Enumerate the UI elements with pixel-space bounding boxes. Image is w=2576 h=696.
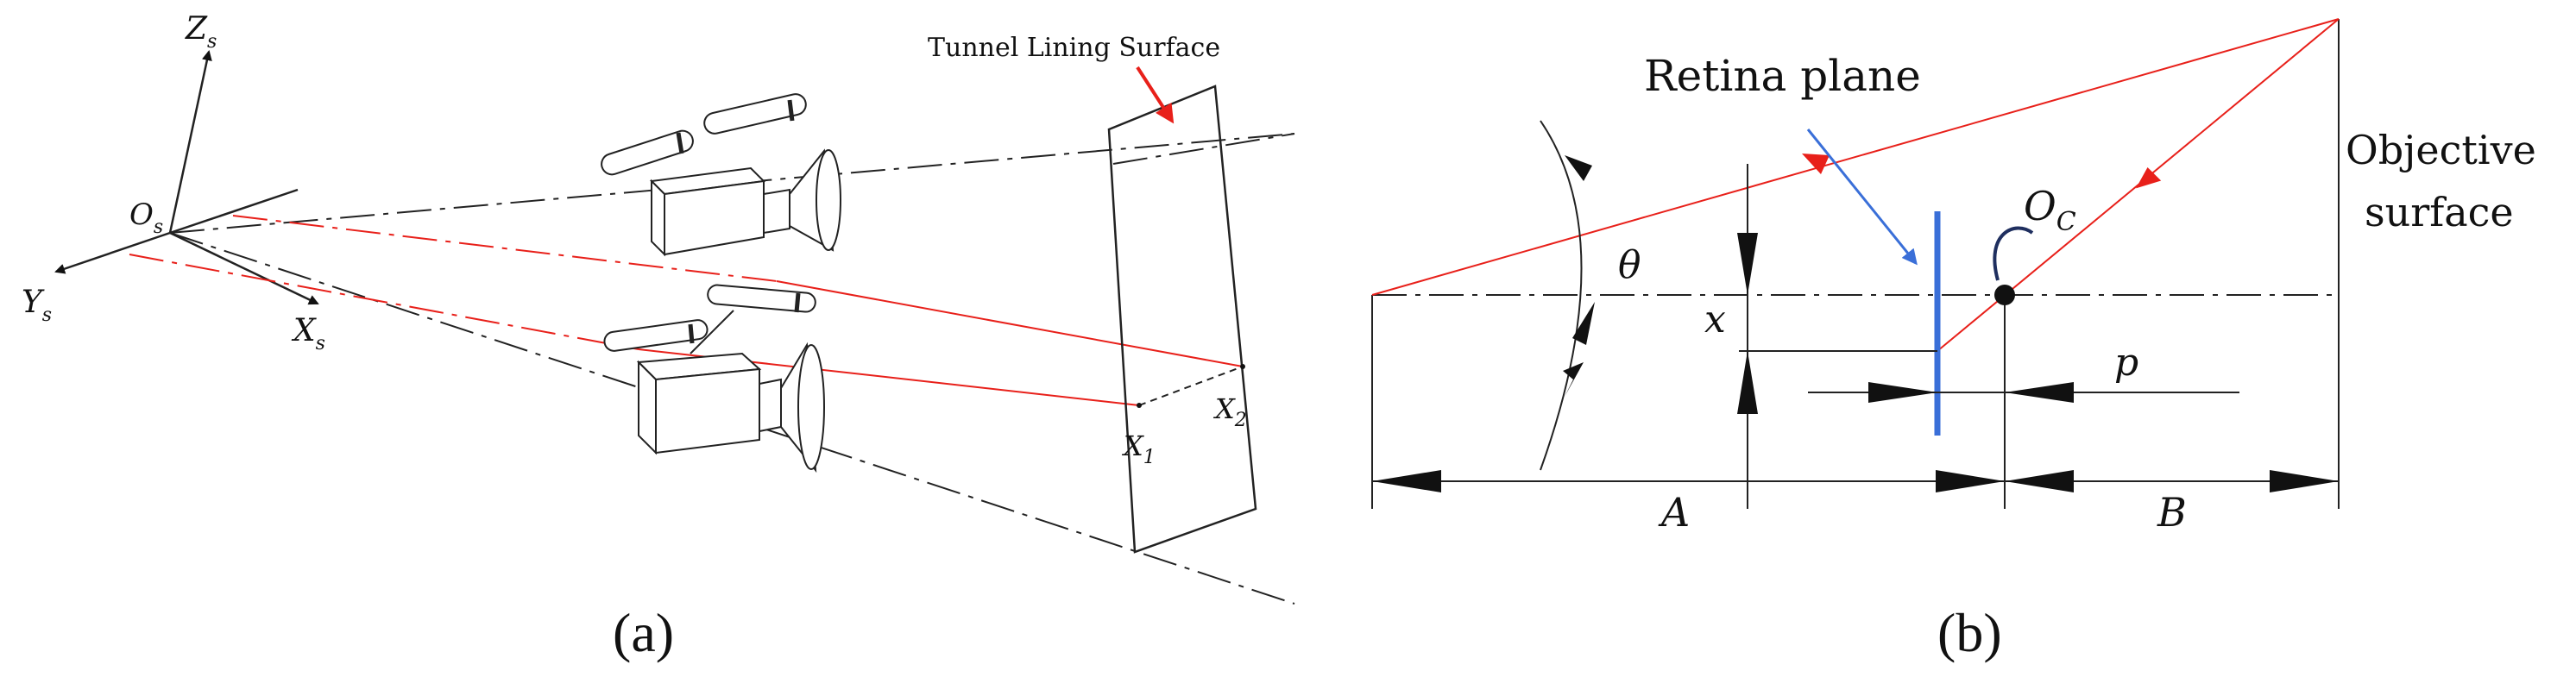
angle-arrow-bottom: [1563, 362, 1584, 397]
angle-arrow-top: [1565, 155, 1592, 181]
angle-arrow-bottom-head: [1572, 302, 1595, 345]
lower-laser-right: [707, 284, 816, 313]
optical-center-leader: [1993, 226, 2034, 281]
point-x2-label: X2: [1212, 392, 1247, 431]
coordinate-axes: [54, 50, 319, 305]
reflected-ray-arrow: [2136, 166, 2162, 189]
panel-b: Retina plane OC Objective surface θ x p …: [1371, 18, 2536, 663]
p-label: p: [2114, 341, 2138, 385]
point-x2: [1240, 364, 1245, 369]
x-arrow-top: [1737, 233, 1758, 295]
z-axis-label: Zs: [185, 11, 217, 53]
upper-sight-line: [169, 133, 1295, 234]
upper-laser-line: [776, 280, 1244, 367]
lower-laser-mount: [690, 310, 734, 354]
lower-camera-assembly: [603, 284, 825, 473]
tunnel-lining-plane: [1107, 85, 1257, 554]
retina-label-arrow: [1806, 129, 1918, 266]
point-x1: [1137, 403, 1142, 408]
origin-ray: [169, 188, 299, 235]
incident-ray: [1371, 18, 2340, 296]
tunnel-label: Tunnel Lining Surface: [928, 33, 1220, 63]
origin-label: Os: [129, 198, 163, 238]
angle-arc: [1540, 120, 1583, 471]
b-arrow-right: [2270, 470, 2339, 492]
upper-camera: [649, 148, 841, 257]
point-x1-label: X1: [1121, 430, 1156, 468]
upper-laser-left: [601, 129, 694, 176]
a-arrow-right: [1936, 470, 2005, 492]
lower-camera: [636, 342, 825, 473]
x1-x2-dashed: [1138, 366, 1244, 406]
p-arrow-right: [2005, 382, 2074, 403]
x-axis-label: Xs: [291, 313, 325, 354]
upper-laser-dashdot: [232, 215, 778, 282]
panel-a: Zs Ys Xs Os Tunnel Lining Surface X1 X2: [22, 11, 1295, 663]
x-axis: [169, 231, 319, 305]
y-axis: [54, 231, 171, 274]
retina-label: Retina plane: [1644, 51, 1921, 101]
lower-laser-left: [603, 319, 709, 352]
lower-laser-dashdot: [129, 254, 639, 350]
upper-laser-right: [703, 93, 807, 135]
a-label: A: [1658, 489, 1690, 536]
incident-ray-arrow: [1802, 154, 1830, 174]
z-axis: [168, 50, 212, 234]
optical-center-label: OC: [2024, 183, 2076, 237]
angle-label: θ: [1618, 243, 1641, 287]
x-arrow-bottom: [1737, 351, 1758, 414]
p-arrow-left: [1868, 382, 1937, 403]
b-label: B: [2157, 489, 2187, 536]
b-arrow-left: [2005, 470, 2074, 492]
x-label: x: [1704, 298, 1726, 342]
upper-camera-assembly: [601, 93, 841, 257]
optical-center-point: [1994, 285, 2015, 305]
objective-label-line2: surface: [2365, 189, 2514, 235]
a-arrow-left: [1372, 470, 1441, 492]
objective-label-line1: Objective: [2346, 127, 2536, 173]
upper-sight-line-behind: [1112, 133, 1295, 165]
tunnel-label-arrow: [1136, 66, 1175, 124]
panel-b-caption: (b): [1937, 602, 2002, 663]
y-axis-label: Ys: [22, 285, 52, 326]
panel-a-caption: (a): [613, 602, 674, 663]
